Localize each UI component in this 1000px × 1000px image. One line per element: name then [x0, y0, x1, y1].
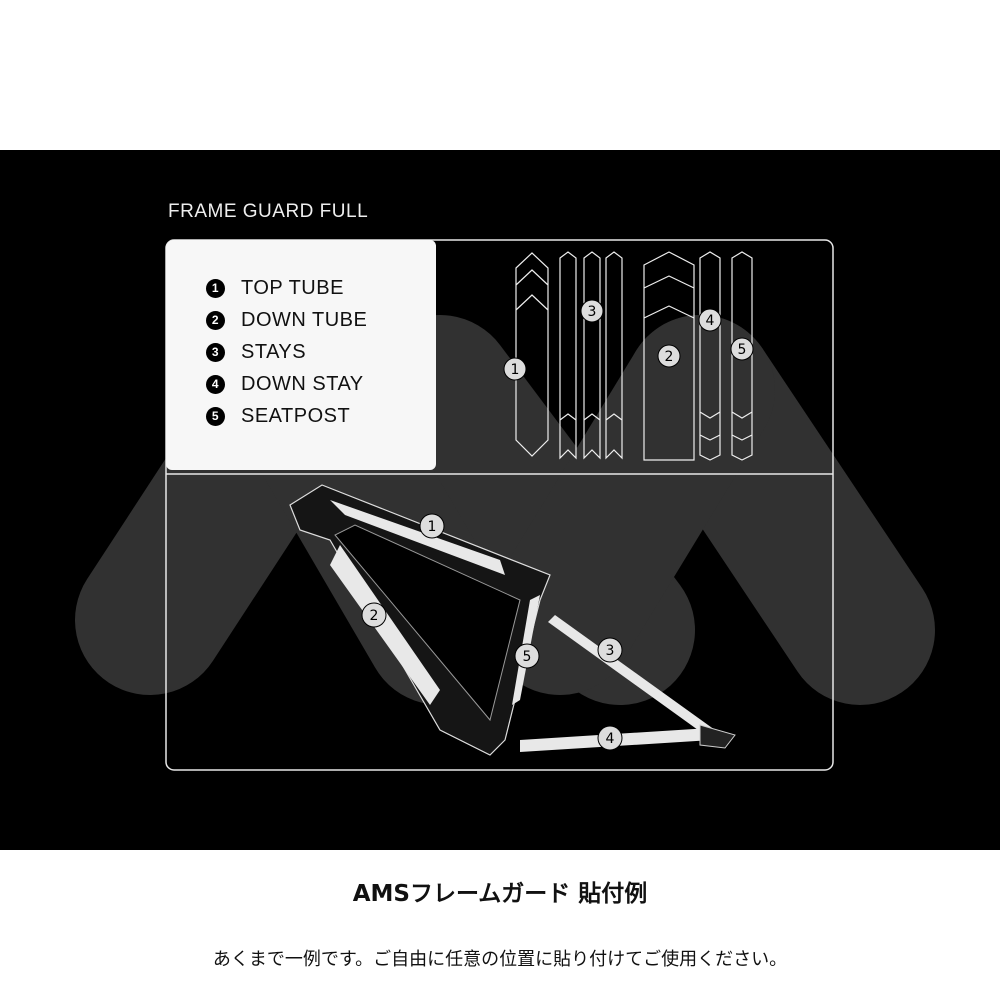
frame-marker-2: 2	[361, 602, 387, 628]
svg-text:5: 5	[523, 649, 532, 665]
frame-marker-4: 4	[597, 725, 623, 751]
legend-label: DOWN TUBE	[241, 308, 368, 331]
number-badge: 4	[206, 374, 225, 394]
svg-text:5: 5	[738, 342, 747, 358]
number-badge: 5	[206, 406, 225, 426]
diagram-border	[165, 239, 834, 771]
legend-item: 3 STAYS	[206, 336, 436, 368]
svg-text:4: 4	[606, 731, 615, 747]
frame-marker-3: 3	[597, 637, 623, 663]
legend-item: 5 SEATPOST	[206, 400, 436, 432]
sticker-sheet	[515, 251, 753, 461]
legend-label: STAYS	[241, 340, 307, 363]
number-badge: 3	[206, 342, 225, 362]
number-badge: 2	[206, 310, 225, 330]
marker-3: 3	[580, 299, 604, 323]
marker-4: 4	[698, 308, 722, 332]
legend-label: TOP TUBE	[241, 276, 344, 299]
svg-text:2: 2	[370, 608, 379, 624]
svg-text:3: 3	[606, 643, 615, 659]
caption-note: あくまで一例です。ご自由に任意の位置に貼り付けてご使用ください。	[212, 949, 788, 970]
svg-text:2: 2	[665, 349, 674, 365]
marker-5: 5	[730, 337, 754, 361]
number-badge: 1	[206, 278, 225, 298]
legend-item: 4 DOWN STAY	[206, 368, 436, 400]
number-markers: 1 3 2 4 5 1 2 5 3 4	[361, 299, 754, 751]
caption-title: AMSフレームガード 貼付例	[352, 881, 648, 907]
legend-label: DOWN STAY	[241, 372, 364, 395]
marker-1: 1	[503, 357, 527, 381]
svg-text:1: 1	[511, 362, 520, 378]
frame-marker-5: 5	[514, 643, 540, 669]
legend-item: 2 DOWN TUBE	[206, 304, 436, 336]
svg-text:3: 3	[588, 304, 597, 320]
svg-text:4: 4	[706, 313, 715, 329]
svg-text:1: 1	[428, 519, 437, 535]
legend-label: SEATPOST	[241, 404, 351, 427]
frame-marker-1: 1	[419, 513, 445, 539]
diagram-title: FRAME GUARD FULL	[168, 201, 369, 222]
bike-frame	[289, 484, 736, 756]
legend-panel: 1 TOP TUBE 2 DOWN TUBE 3 STAYS 4 DOWN STAY 5…	[166, 240, 436, 470]
marker-2: 2	[657, 344, 681, 368]
legend-item: 1 TOP TUBE	[206, 272, 436, 304]
